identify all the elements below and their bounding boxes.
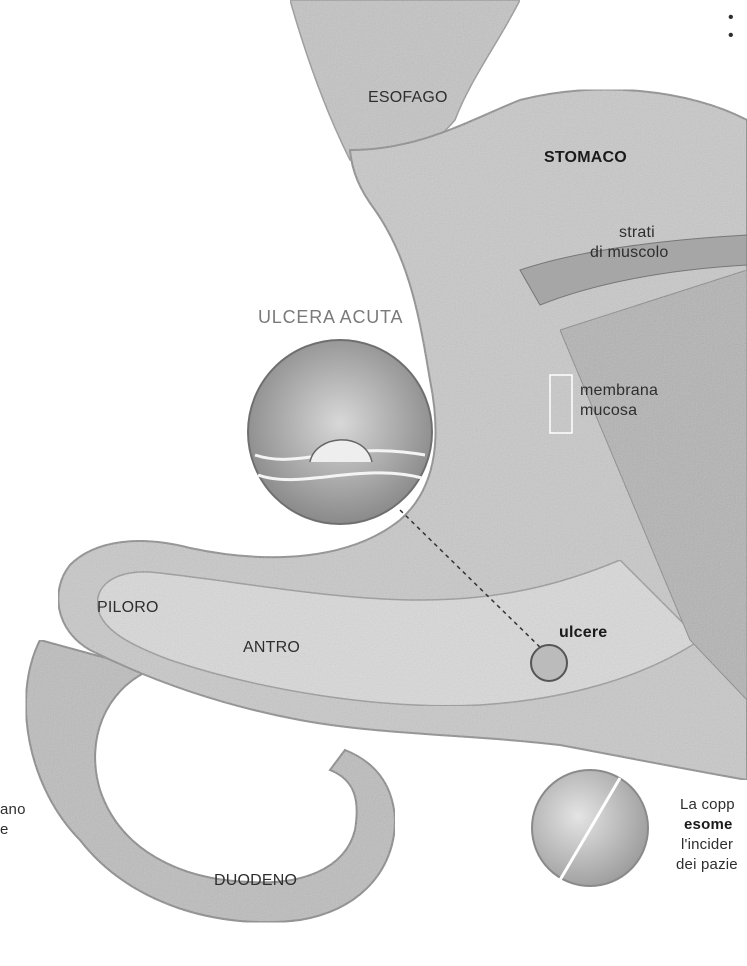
label-ulcera-acuta: ULCERA ACUTA <box>258 308 403 327</box>
label-piloro: PILORO <box>97 598 159 617</box>
ulcer-spot <box>531 645 567 681</box>
label-strati-line1: strati <box>619 223 655 242</box>
bullet-dot: • <box>728 8 734 27</box>
label-duodeno: DUODENO <box>214 871 297 890</box>
pill-caption-line3: l'incider <box>681 835 733 854</box>
left-cut-text-line2: e <box>0 820 9 839</box>
label-esofago: ESOFAGO <box>368 88 448 107</box>
label-antro: ANTRO <box>243 638 300 657</box>
left-cut-text-line1: ano <box>0 800 26 819</box>
label-membrana-line1: membrana <box>580 381 658 400</box>
pill-caption-line2: esome <box>684 815 733 834</box>
bullet-dot: • <box>728 26 734 45</box>
label-stomaco: STOMACO <box>544 148 627 167</box>
ulcer-magnifier <box>248 340 432 524</box>
pill-caption-line4: dei pazie <box>676 855 738 874</box>
pill-caption-line1: La copp <box>680 795 735 814</box>
label-ulcere: ulcere <box>559 623 607 642</box>
label-strati-line2: di muscolo <box>590 243 668 262</box>
label-membrana-line2: mucosa <box>580 401 637 420</box>
